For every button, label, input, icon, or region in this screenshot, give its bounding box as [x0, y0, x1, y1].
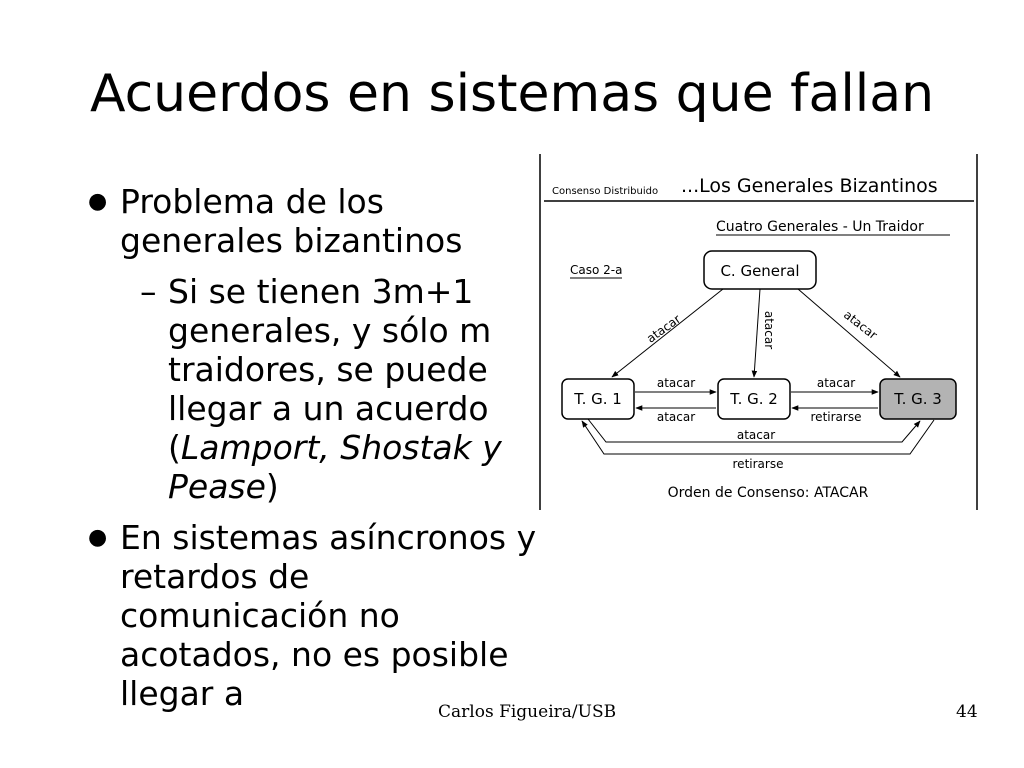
label-tg1-tg3: atacar: [737, 428, 775, 442]
label-cg-tg2: atacar: [762, 311, 776, 349]
label-tg3-tg1: retirarse: [733, 457, 784, 471]
arrow-cg-tg3: [797, 288, 901, 378]
tg3-label: T. G. 3: [893, 390, 942, 408]
dash-icon: –: [140, 272, 157, 311]
footer-author: Carlos Figueira/USB: [438, 702, 617, 722]
page-number: 44: [956, 702, 978, 722]
bullet-list: ● Problema de los generales bizantinos –…: [88, 182, 538, 768]
tg2-node: [717, 378, 791, 420]
diagram-subtitle: Cuatro Generales - Un Traidor: [716, 219, 924, 235]
tg2-label: T. G. 2: [729, 390, 778, 408]
arrow-cg-tg1: [611, 288, 724, 378]
slide-title: Acuerdos en sistemas que fallan: [89, 64, 935, 124]
label-tg1-tg2: atacar: [657, 376, 695, 390]
consensus-label: Orden de Consenso: ATACAR: [668, 485, 869, 501]
citation-authors: Lamport, Shostak y Pease: [168, 428, 502, 506]
sub-bullet-text: Si se tienen 3m+1 generales, y sólo m tr…: [168, 272, 492, 467]
arrow-tg1-tg3: [587, 418, 921, 443]
bullet-item: ● Problema de los generales bizantinos: [88, 182, 538, 260]
tg3-traitor-node: [879, 378, 957, 420]
commander-label: C. General: [720, 262, 799, 280]
case-label: Caso 2-a: [570, 263, 622, 277]
sub-bullet-close: ): [265, 467, 279, 506]
label-tg2-tg3: atacar: [817, 376, 855, 390]
label-tg2-tg1: atacar: [657, 410, 695, 424]
arrow-tg3-tg1: [581, 419, 935, 455]
bullet-item: ● En sistemas asíncronos y retardos de c…: [88, 518, 538, 713]
label-cg-tg1: atacar: [644, 312, 683, 346]
bullet-dot-icon: ●: [88, 525, 108, 550]
bullet-text: En sistemas asíncronos y retardos de com…: [120, 518, 537, 713]
sub-bullet-item: – Si se tienen 3m+1 generales, y sólo m …: [88, 272, 538, 506]
label-tg3-tg2: retirarse: [811, 410, 862, 424]
diagram-header-left: Consenso Distribuido: [552, 186, 658, 197]
label-cg-tg3: atacar: [841, 308, 880, 343]
tg1-node: [561, 378, 635, 420]
arrow-cg-tg2: [751, 288, 761, 378]
diagram-header-right: ...Los Generales Bizantinos: [681, 175, 938, 197]
byzantine-generals-diagram: Consenso Distribuido ...Los Generales Bi…: [539, 154, 978, 510]
bullet-text: Problema de los generales bizantinos: [120, 182, 463, 260]
tg1-label: T. G. 1: [573, 390, 622, 408]
bullet-dot-icon: ●: [88, 189, 108, 214]
